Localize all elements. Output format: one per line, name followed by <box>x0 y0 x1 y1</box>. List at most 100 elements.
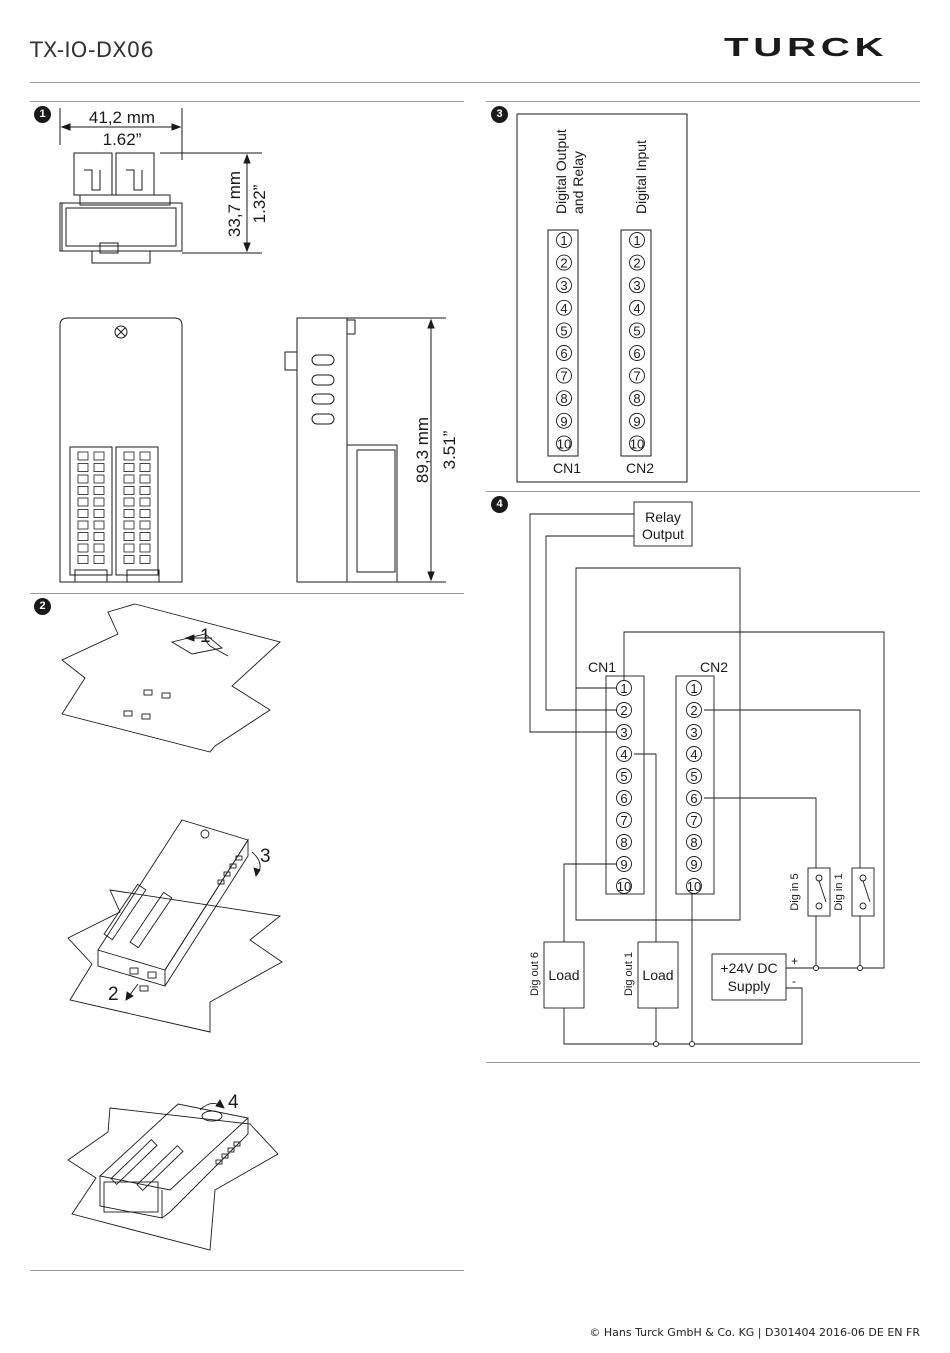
wiring-cn-2-pin-circle <box>686 724 702 740</box>
wiring-cn-1-pin-label: 1 <box>620 681 627 696</box>
cn-2-pin-label: 2 <box>633 256 640 271</box>
cn-2-pin-label: 4 <box>633 301 640 316</box>
cn1-label: CN1 <box>553 460 581 476</box>
wiring-cn-1-pin-label: 3 <box>620 725 627 740</box>
terminal-slot <box>139 486 151 495</box>
cn-2-pin-label: 1 <box>633 233 640 248</box>
cn-2-pin-circle <box>629 390 645 407</box>
terminal-slot <box>93 555 105 564</box>
cn-2-pin-circle <box>629 277 645 294</box>
section-4-top-divider <box>486 491 920 492</box>
pinout-frame <box>516 113 688 483</box>
section-2-bottom-divider <box>30 1270 464 1271</box>
terminal-slot <box>123 463 135 472</box>
cn-1-pin-circle <box>556 390 572 407</box>
terminal-slot <box>77 555 89 564</box>
terminal-slot <box>123 520 135 530</box>
cn-1-pin-label: 1 <box>560 233 567 248</box>
section-1-top-divider <box>30 101 464 102</box>
cn-1-pin-label: 7 <box>560 369 567 384</box>
wiring-cn-2-pin-circle <box>686 878 702 894</box>
wiring-cn1-label: CN1 <box>588 659 616 675</box>
turck-logo: TURCK <box>724 32 889 62</box>
relay-label-line1: Relay <box>645 509 681 525</box>
height-in-label: 3.51” <box>440 430 459 469</box>
cn-2-pin-circle <box>629 367 645 384</box>
cn-1-pin-label: 8 <box>560 391 567 406</box>
wiring-cn-2-pin-label: 4 <box>690 747 697 762</box>
terminal-slot <box>77 486 89 495</box>
terminal-slot <box>139 474 151 484</box>
cn-2-pin-circle <box>629 299 645 316</box>
wiring-cn-2-pin-label: 3 <box>690 725 697 740</box>
terminal-slot <box>139 543 151 553</box>
cn-2-pin-circle <box>629 322 645 339</box>
dig-in-5-label: Dig in 5 <box>789 873 801 910</box>
section-2-badge: 2 <box>34 598 51 615</box>
cn2-terminal-block <box>620 229 652 457</box>
header-divider <box>30 82 920 83</box>
cn-1-pin-label: 4 <box>560 301 567 316</box>
wiring-cn-2-pin-label: 2 <box>690 703 697 718</box>
wiring-cn-1-pin-circle <box>616 768 632 784</box>
terminal-slot <box>93 486 105 495</box>
terminal-slot <box>123 555 135 564</box>
footer-copyright: © Hans Turck GmbH & Co. KG | D301404 201… <box>589 1326 920 1339</box>
wiring-cn-1-pin-label: 6 <box>620 791 627 806</box>
terminal-slot <box>93 520 105 530</box>
dimension-labels: 41,2 mm 1.62” 33,7 mm 1.32” 89,3 mm 3.51… <box>89 108 459 483</box>
cn-2-pin-label: 5 <box>633 323 640 338</box>
terminal-slot <box>123 532 135 541</box>
terminal-slot <box>93 497 105 507</box>
wiring-cn-1-pin-label: 5 <box>620 769 627 784</box>
cn-2-pin-label: 6 <box>633 346 640 361</box>
terminal-slot <box>93 543 105 553</box>
step-1-label: 1 <box>200 626 211 647</box>
dig-in-1-label: Dig in 1 <box>833 873 845 910</box>
cn-1-pin-circle <box>556 322 572 339</box>
cn-1-pin-label: 10 <box>557 436 571 451</box>
step-4-label: 4 <box>228 1092 239 1113</box>
terminal-slot <box>77 543 89 553</box>
wiring-cn-2-pin-label: 9 <box>690 857 697 872</box>
cn2-block <box>675 675 715 895</box>
terminal-slot <box>123 543 135 553</box>
relay-label-line2: Output <box>642 526 684 542</box>
document-title: TX-IO-DX06 <box>30 38 154 62</box>
dig-out-1-label: Dig out 1 <box>623 952 635 996</box>
terminal-slot <box>93 509 105 518</box>
cn1-block <box>605 675 645 895</box>
wiring-cn-1-pin-circle <box>616 856 632 872</box>
cn-2-pin-label: 8 <box>633 391 640 406</box>
cn-2-pin-circle <box>629 345 645 361</box>
wiring-cn-1-pin-label: 7 <box>620 813 627 828</box>
wiring-cn-2-pin-circle <box>686 746 702 762</box>
connector-pinout: Digital Output and Relay Digital Input 1… <box>516 113 688 483</box>
load-2-box <box>637 941 679 1009</box>
width-in-label: 1.62” <box>103 130 142 149</box>
cn1-terminal-block <box>547 229 579 457</box>
wiring-cn-2-pin-circle <box>686 680 702 696</box>
terminal-slot <box>77 497 89 507</box>
wiring-cn-2-pin-circle <box>686 702 702 718</box>
cn-1-pin-label: 3 <box>560 278 567 293</box>
cn-2-pin-label: 3 <box>633 278 640 293</box>
terminal-slot <box>93 451 105 461</box>
terminal-slot <box>139 451 151 461</box>
terminal-slot <box>123 497 135 507</box>
cn-2-pin-circle <box>629 232 645 248</box>
wiring-cn-1-pin-circle <box>616 680 632 696</box>
wiring-cn-1-pin-label: 9 <box>620 857 627 872</box>
wiring-cn-2-pin-label: 6 <box>690 791 697 806</box>
cn-1-pin-label: 5 <box>560 323 567 338</box>
wiring-cn2-label: CN2 <box>700 659 728 675</box>
wiring-cn-2-pin-circle <box>686 812 702 828</box>
cn-1-pin-label: 6 <box>560 346 567 361</box>
section-4-bottom-divider <box>486 1062 920 1063</box>
terminal-slot <box>77 474 89 484</box>
wiring-cn-1-pin-label: 2 <box>620 703 627 718</box>
height-mm-label: 89,3 mm <box>413 417 432 483</box>
depth-mm-label: 33,7 mm <box>225 171 244 237</box>
dig-in-1-switch <box>851 867 875 917</box>
wiring-cn-2-pin-label: 10 <box>687 879 701 894</box>
